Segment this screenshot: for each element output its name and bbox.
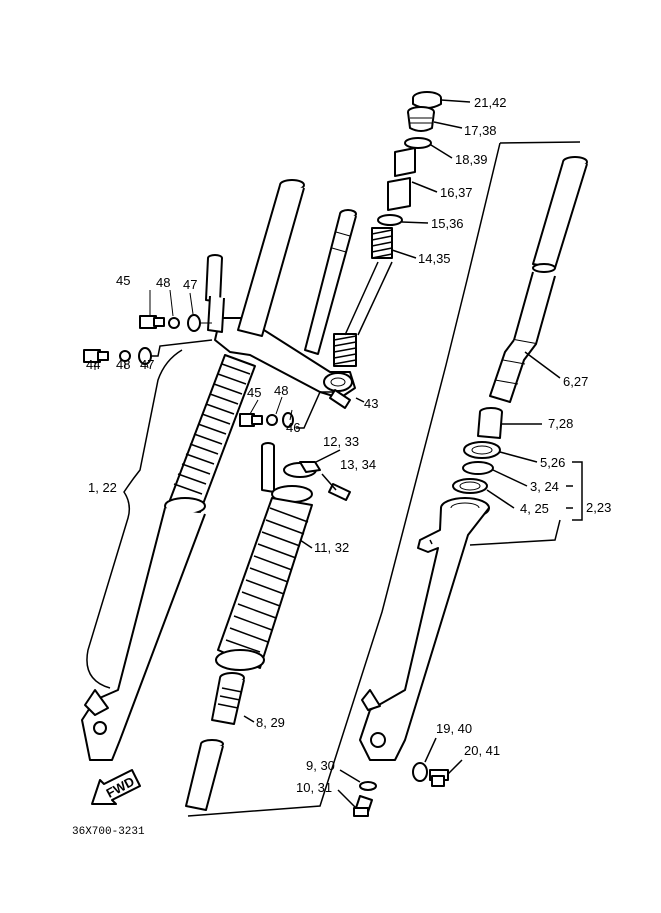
- o-ring-18: [404, 137, 432, 149]
- label-9-30: 9, 30: [306, 758, 335, 773]
- label-45-a: 45: [116, 273, 130, 288]
- label-44: 44: [86, 357, 100, 372]
- outer-tube-left: [81, 507, 206, 761]
- label-46: 46: [286, 420, 300, 435]
- label-18-39: 18,39: [455, 152, 488, 167]
- label-19-40: 19, 40: [436, 721, 472, 736]
- label-10-31: 10, 31: [296, 780, 332, 795]
- label-5-26: 5,26: [540, 455, 565, 470]
- callout-labels: 21,42 17,38 18,39 16,37 15,36 14,35 6,27…: [72, 95, 611, 838]
- label-48-b: 48: [116, 357, 130, 372]
- small-pipe-center: [261, 442, 275, 493]
- tube-lower-center: [185, 739, 224, 811]
- cap-bolt-17: [407, 106, 435, 132]
- cap-part-21: [412, 91, 442, 109]
- tube-8: [211, 672, 245, 725]
- bracket-43: [329, 389, 351, 409]
- label-20-41: 20, 41: [464, 743, 500, 758]
- label-11-32: 11, 32: [314, 540, 349, 555]
- washer-15: [377, 214, 403, 226]
- washer-48-mid: [266, 414, 278, 426]
- label-6-27: 6,27: [563, 374, 588, 389]
- label-47-b: 47: [140, 357, 154, 372]
- washer-48-upper: [168, 317, 180, 329]
- label-16-37: 16,37: [440, 185, 473, 200]
- outer-tube-right: [359, 497, 490, 761]
- label-7-28: 7,28: [548, 416, 573, 431]
- steering-stem: [304, 209, 357, 355]
- washer-47-upper: [187, 314, 201, 332]
- bolt-9: [359, 781, 377, 791]
- oil-seal-4: [452, 478, 488, 494]
- bushing-7: [477, 407, 503, 439]
- washer-5: [463, 441, 501, 459]
- clamp-12: [283, 461, 321, 478]
- part-code: 36X700-3231: [72, 826, 145, 838]
- label-15-36: 15,36: [431, 216, 464, 231]
- label-4-25: 4, 25: [520, 501, 549, 516]
- label-8-29: 8, 29: [256, 715, 285, 730]
- spacer-16: [387, 147, 416, 211]
- inner-tube-right: [489, 156, 588, 403]
- clip-3: [462, 461, 494, 475]
- bolt-20: [429, 769, 449, 787]
- bolt-44: [83, 349, 109, 363]
- fork-tube-left: [237, 179, 305, 337]
- label-48-a: 48: [156, 275, 170, 290]
- fork-boot-center: [215, 485, 313, 671]
- label-3-24: 3, 24: [530, 479, 559, 494]
- label-2-23: 2,23: [586, 500, 611, 515]
- label-45-b: 45: [247, 385, 261, 400]
- fork-boot-left: [164, 354, 256, 515]
- bolt-10: [353, 795, 373, 817]
- washer-48-lower: [119, 350, 131, 362]
- label-47-a: 47: [183, 277, 197, 292]
- label-21-42: 21,42: [474, 95, 507, 110]
- bolt-45-upper: [139, 315, 165, 329]
- leader-lines: [86, 99, 583, 817]
- washer-19: [412, 762, 428, 782]
- label-43: 43: [364, 396, 378, 411]
- label-48-c: 48: [274, 383, 288, 398]
- label-17-38: 17,38: [464, 123, 497, 138]
- bolt-45-lower: [239, 413, 263, 427]
- fwd-arrow-icon: FWD: [91, 769, 141, 805]
- label-12-33: 12, 33: [323, 434, 359, 449]
- label-13-34: 13, 34: [340, 457, 376, 472]
- label-14-35: 14,35: [418, 251, 451, 266]
- label-1-22: 1, 22: [88, 480, 117, 495]
- small-pipe: [205, 254, 225, 333]
- fork-spring-14: [333, 227, 393, 367]
